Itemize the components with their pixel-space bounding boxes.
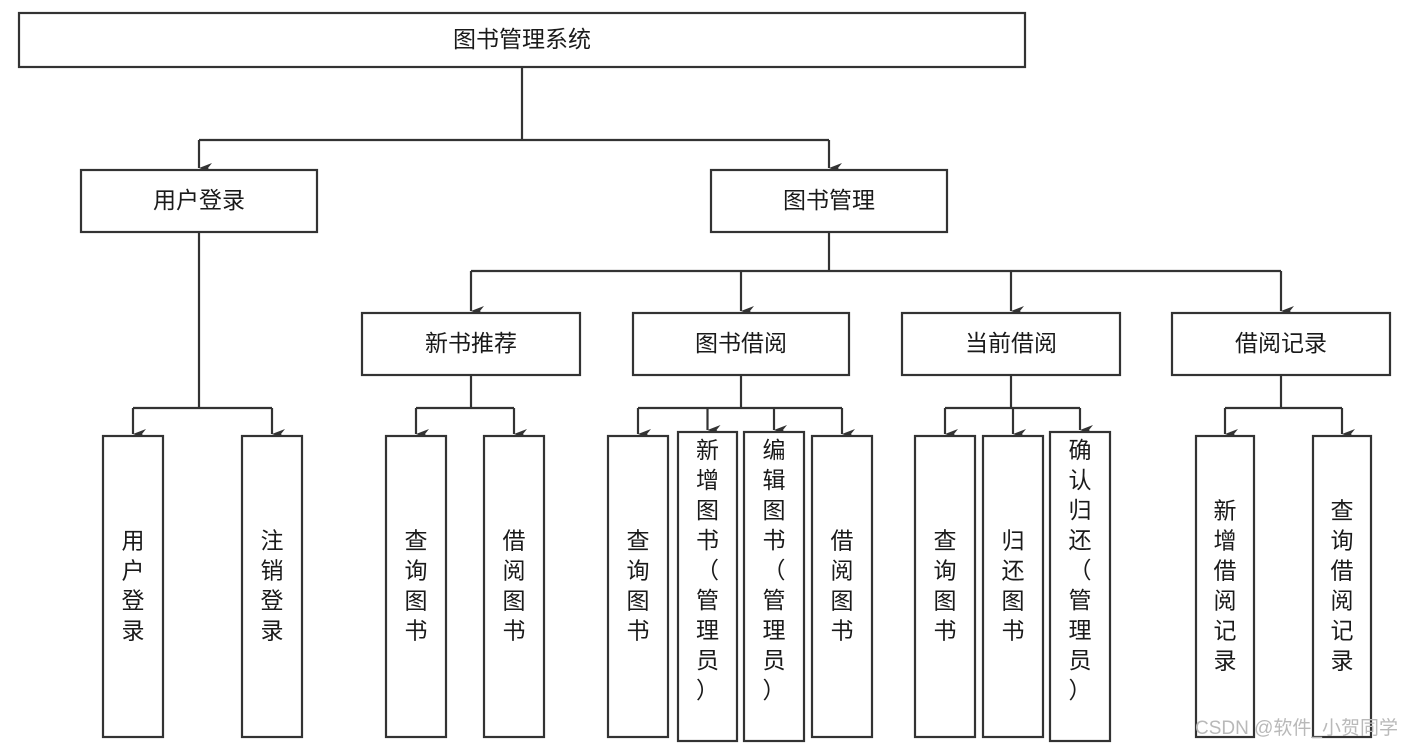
node-label-leaf-query-borrow-record: 查询借阅记录 [1331,498,1354,674]
node-layer: 图书管理系统用户登录图书管理新书推荐图书借阅当前借阅借阅记录用户登录注销登录查询… [17,11,1392,743]
node-label-leaf-query-book-current: 查询图书 [934,528,957,644]
node-root[interactable]: 图书管理系统 [17,11,1027,69]
node-label-leaf-return-book: 归还图书 [1002,528,1025,644]
node-leaf-add-borrow-record[interactable]: 新增借阅记录 [1194,434,1256,739]
node-label-leaf-logout: 注销登录 [261,528,284,644]
node-current-borrow[interactable]: 当前借阅 [900,311,1122,377]
node-leaf-query-book-current[interactable]: 查询图书 [913,434,977,739]
node-label-current-borrow: 当前借阅 [965,330,1057,356]
node-label-leaf-borrow-book: 借阅图书 [831,528,854,644]
node-label-leaf-confirm-return-admin: 确认归还（管理员） [1069,437,1092,703]
node-label-user-login: 用户登录 [153,187,245,213]
node-box-leaf-query-book-current [913,434,977,739]
node-box-new-book-recommend [360,311,582,377]
node-leaf-user-login[interactable]: 用户登录 [101,434,165,739]
node-box-leaf-return-book [981,434,1045,739]
node-box-user-login [79,168,319,234]
node-label-borrow-records: 借阅记录 [1235,330,1327,356]
node-box-book-management [709,168,949,234]
node-box-leaf-edit-book-admin [742,430,806,743]
node-label-leaf-user-login: 用户登录 [122,528,145,644]
node-user-login[interactable]: 用户登录 [79,168,319,234]
node-leaf-query-book-rec[interactable]: 查询图书 [384,434,448,739]
node-label-leaf-query-book-borrow: 查询图书 [627,528,650,644]
node-leaf-borrow-book[interactable]: 借阅图书 [810,434,874,739]
node-box-leaf-borrow-book-rec [482,434,546,739]
node-leaf-edit-book-admin[interactable]: 编辑图书（管理员） [742,430,806,743]
node-leaf-borrow-book-rec[interactable]: 借阅图书 [482,434,546,739]
node-box-book-borrow [631,311,851,377]
node-box-leaf-borrow-book [810,434,874,739]
node-box-borrow-records [1170,311,1392,377]
node-leaf-return-book[interactable]: 归还图书 [981,434,1045,739]
node-box-leaf-logout [240,434,304,739]
node-label-root: 图书管理系统 [453,26,591,52]
connector-layer [131,67,1355,439]
node-label-leaf-add-book-admin: 新增图书（管理员） [696,437,719,703]
node-label-book-borrow: 图书借阅 [695,330,787,356]
node-box-leaf-user-login [101,434,165,739]
csdn-watermark: CSDN @软件_小贺同学 [1195,717,1398,739]
node-box-leaf-confirm-return-admin [1048,430,1112,743]
node-new-book-recommend[interactable]: 新书推荐 [360,311,582,377]
node-box-leaf-add-borrow-record [1194,434,1256,739]
node-label-leaf-add-borrow-record: 新增借阅记录 [1214,498,1237,674]
node-leaf-logout[interactable]: 注销登录 [240,434,304,739]
node-book-management[interactable]: 图书管理 [709,168,949,234]
node-box-leaf-query-borrow-record [1311,434,1373,739]
node-leaf-add-book-admin[interactable]: 新增图书（管理员） [676,430,739,743]
node-box-leaf-query-book-borrow [606,434,670,739]
node-label-leaf-borrow-book-rec: 借阅图书 [503,528,526,644]
node-leaf-query-book-borrow[interactable]: 查询图书 [606,434,670,739]
node-borrow-records[interactable]: 借阅记录 [1170,311,1392,377]
node-book-borrow[interactable]: 图书借阅 [631,311,851,377]
node-leaf-confirm-return-admin[interactable]: 确认归还（管理员） [1048,430,1112,743]
node-box-current-borrow [900,311,1122,377]
node-box-root [17,11,1027,69]
node-label-leaf-edit-book-admin: 编辑图书（管理员） [763,437,786,703]
node-label-leaf-query-book-rec: 查询图书 [405,528,428,644]
node-label-new-book-recommend: 新书推荐 [425,330,517,356]
node-leaf-query-borrow-record[interactable]: 查询借阅记录 [1311,434,1373,739]
node-label-book-management: 图书管理 [783,187,875,213]
node-box-leaf-add-book-admin [676,430,739,743]
node-box-leaf-query-book-rec [384,434,448,739]
